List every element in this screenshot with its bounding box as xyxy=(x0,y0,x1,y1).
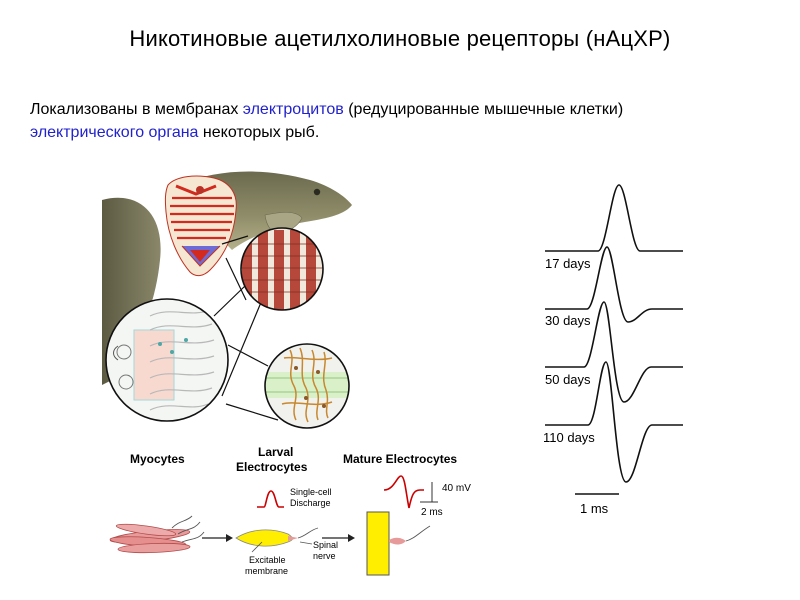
spinal-label-1: Spinal xyxy=(313,540,338,550)
larval-electrocyte-cell xyxy=(235,529,293,547)
scale-2ms-label: 2 ms xyxy=(421,507,443,518)
larval-label-1: Larval xyxy=(258,445,293,459)
development-arrows xyxy=(202,534,355,542)
spinal-label-2: nerve xyxy=(313,551,336,561)
mature-electrocyte-cell xyxy=(366,511,390,576)
trace-label-50-days: 50 days xyxy=(545,372,591,387)
myocytes-label: Myocytes xyxy=(130,452,185,466)
electric-organ-cross-section xyxy=(164,175,237,277)
trace-17-days xyxy=(545,184,683,252)
trace-label-17-days: 17 days xyxy=(545,256,591,271)
mature-discharge-waveform xyxy=(383,475,424,509)
fish-eye-icon xyxy=(313,188,321,196)
trace-30-days xyxy=(545,246,683,323)
larval-nerve-terminal xyxy=(288,536,298,541)
intro-text: Локализованы в мембранах электроцитов (р… xyxy=(30,98,790,144)
trace-label-110-days: 110 days xyxy=(543,430,595,445)
intro-part-3: некоторых рыб. xyxy=(198,124,320,141)
larval-label-2: Electrocytes xyxy=(236,460,308,474)
electrocytes-link[interactable]: электроцитов xyxy=(242,101,344,118)
single-cell-label-2: Discharge xyxy=(290,498,331,508)
page-title: Никотиновые ацетилхолиновые рецепторы (н… xyxy=(129,26,671,51)
magnification-connectors xyxy=(213,235,279,421)
intro-part-1: Локализованы в мембранах xyxy=(30,101,243,118)
excitable-label-1: Excitable xyxy=(249,555,286,565)
scale-40mv-label: 40 mV xyxy=(442,483,471,494)
excitable-label-2: membrane xyxy=(245,566,288,576)
development-diagram: Myocytes Larval Electrocytes Mature Elec… xyxy=(109,445,471,576)
trace-label-30-days: 30 days xyxy=(545,313,591,328)
single-cell-label-1: Single-cell xyxy=(290,487,332,497)
intro-part-2: (редуцированные мышечные клетки) xyxy=(343,101,624,118)
trace-50-days xyxy=(545,301,683,403)
mature-electrocytes-label: Mature Electrocytes xyxy=(343,452,457,466)
single-cell-discharge-waveform xyxy=(257,490,284,508)
electric-organ-link[interactable]: электрического органа xyxy=(30,124,199,141)
magnifier-membrane xyxy=(105,298,229,422)
magnifier-electrocyte-stack xyxy=(240,227,324,311)
discharge-traces: 17 days 30 days 50 days 110 days 1 ms xyxy=(543,184,683,516)
time-scale-label: 1 ms xyxy=(580,501,609,516)
myocytes-cluster xyxy=(109,515,205,554)
voltage-time-scale-bar xyxy=(420,482,438,503)
magnifier-receptor-molecule xyxy=(264,343,350,429)
trace-110-days xyxy=(545,361,683,483)
